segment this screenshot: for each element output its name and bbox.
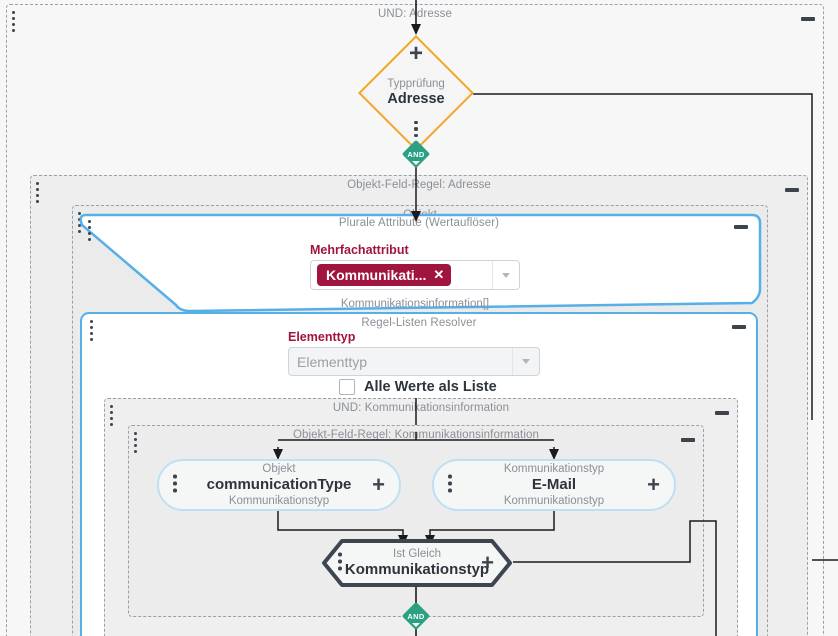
node-menu-icon[interactable] <box>448 474 452 496</box>
add-icon[interactable]: + <box>647 472 660 497</box>
elementtyp-value[interactable]: Elementtyp <box>289 354 512 370</box>
row-alle-werte-als-liste[interactable]: Alle Werte als Liste <box>339 379 497 395</box>
and-label: AND <box>407 149 425 159</box>
node-email[interactable]: Kommunikationstyp E-Mail Kommunikationst… <box>432 459 676 511</box>
expand-triangle-icon[interactable] <box>412 161 420 165</box>
group-objekt-feld-regel-kommunikationsinformation[interactable]: Objekt-Feld-Regel: Kommunikationsinforma… <box>128 425 704 617</box>
add-icon[interactable]: + <box>372 472 385 497</box>
node-menu-icon[interactable] <box>173 474 177 496</box>
collapse-icon[interactable] <box>801 17 815 21</box>
collapse-icon[interactable] <box>785 188 799 192</box>
mehrfachattribut-hint: Kommunikationsinformation[] <box>340 298 490 310</box>
chevron-down-icon[interactable] <box>512 348 539 375</box>
node-title: E-Mail <box>531 476 577 493</box>
group-title: UND: Kommunikationsinformation <box>332 402 510 414</box>
elementtyp-label: Elementtyp <box>288 330 356 344</box>
node-communication-type[interactable]: Objekt communicationType Kommunikationst… <box>157 459 401 511</box>
node-menu-icon[interactable] <box>338 552 342 574</box>
node-title: communicationType <box>206 476 352 493</box>
node-subtitle: Objekt <box>262 463 296 475</box>
collapse-icon[interactable] <box>681 438 695 442</box>
group-title: UND: Adresse <box>377 8 453 20</box>
drag-handle-icon[interactable] <box>36 182 41 203</box>
collapse-icon[interactable] <box>732 325 746 329</box>
field-elementtyp: Elementtyp Elementtyp <box>288 330 540 376</box>
drag-handle-icon[interactable] <box>12 11 17 32</box>
group-title: Objekt-Feld-Regel: Kommunikationsinforma… <box>292 429 539 441</box>
node-subtitle: Kommunikationstyp <box>503 463 605 475</box>
collapse-icon[interactable] <box>734 225 748 229</box>
mehrfachattribut-tag[interactable]: Kommunikati... ✕ <box>317 264 452 286</box>
and-label: AND <box>407 611 425 621</box>
mehrfachattribut-label: Mehrfachattribut <box>310 243 409 257</box>
alle-werte-checkbox[interactable] <box>339 379 355 395</box>
node-ist-gleich[interactable]: Ist Gleich Kommunikationstyp + <box>320 538 514 588</box>
field-mehrfachattribut: Mehrfachattribut Kommunikati... ✕ <box>310 243 520 290</box>
tag-text: Kommunikati... <box>326 267 427 283</box>
and-badge-top[interactable]: AND <box>401 139 431 169</box>
chevron-down-icon[interactable] <box>492 261 519 289</box>
collapse-icon[interactable] <box>715 411 729 415</box>
node-footer: Kommunikationstyp <box>228 495 330 507</box>
elementtyp-placeholder: Elementtyp <box>297 353 368 370</box>
mehrfachattribut-select[interactable]: Kommunikati... ✕ <box>310 260 520 290</box>
add-icon[interactable]: + <box>481 550 494 575</box>
alle-werte-label: Alle Werte als Liste <box>364 379 497 395</box>
drag-handle-icon[interactable] <box>88 220 93 241</box>
expand-triangle-icon[interactable] <box>412 623 420 627</box>
drag-handle-icon[interactable] <box>110 405 115 426</box>
container-title: Regel-Listen Resolver <box>361 317 477 329</box>
drag-handle-icon[interactable] <box>90 320 95 341</box>
tag-remove-icon[interactable]: ✕ <box>433 267 445 282</box>
drag-handle-icon[interactable] <box>134 432 139 453</box>
and-badge-bottom[interactable]: AND <box>401 601 431 631</box>
node-typpruefung[interactable]: + Typprüfung Adresse <box>358 35 474 151</box>
group-title: Objekt-Feld-Regel: Adresse <box>347 179 491 191</box>
node-footer: Kommunikationstyp <box>503 495 605 507</box>
elementtyp-select[interactable]: Elementtyp <box>288 347 540 376</box>
